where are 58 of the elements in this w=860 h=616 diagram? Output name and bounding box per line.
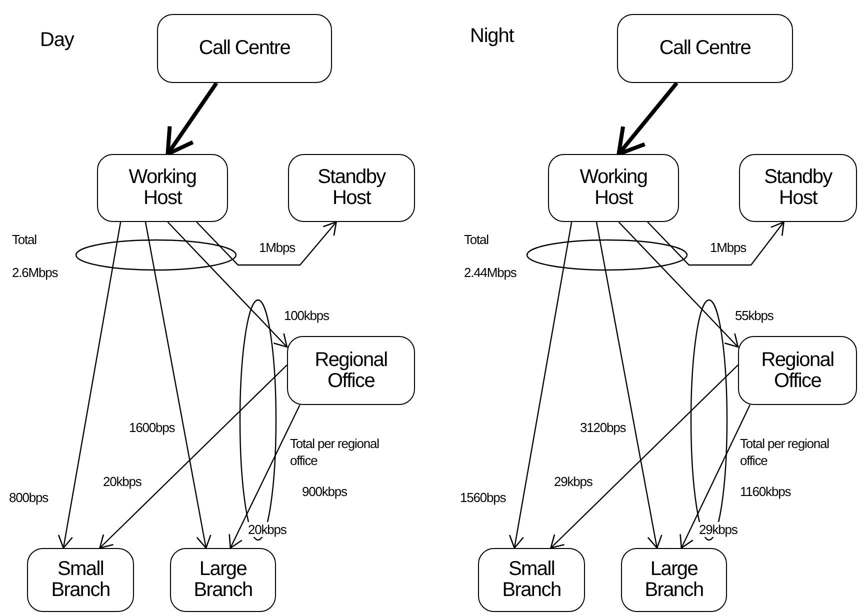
annotation-text: 900kbps <box>302 484 347 500</box>
edge-label: 20kbps <box>247 522 288 537</box>
annotation-text: Total per regional office <box>740 436 830 470</box>
rounded-box <box>27 548 134 612</box>
arrow <box>508 222 572 549</box>
rounded-box <box>287 336 415 405</box>
annotation-text: Total per regional office <box>290 436 380 470</box>
annotation-text: Total 2.6Mbps <box>12 231 59 282</box>
rounded-box <box>548 154 679 222</box>
node-label: Regional Office <box>314 350 388 392</box>
edge-label: 3120bps <box>579 420 627 435</box>
edge-label: 20kbps <box>102 474 142 489</box>
node-label: Large Branch <box>644 559 704 601</box>
arrow <box>616 82 678 156</box>
node-label: Call Centre <box>659 38 751 59</box>
node-label: Working Host <box>578 167 648 209</box>
arrow <box>144 222 212 549</box>
edge-label: 55kbps <box>734 308 774 323</box>
node-label: Standby Host <box>763 167 834 209</box>
rounded-box <box>478 548 585 612</box>
rounded-box <box>739 154 857 222</box>
node-label: Regional Office <box>760 350 835 392</box>
rounded-box <box>157 14 332 83</box>
panel-heading: Day <box>40 28 74 52</box>
edge-label: 29kbps <box>553 474 594 489</box>
node-label: Small Branch <box>50 559 111 601</box>
arrow <box>166 82 218 156</box>
arrow <box>196 221 337 266</box>
panel-heading: Night <box>470 24 514 48</box>
edge-label: 1600bps <box>128 420 176 435</box>
arrow <box>680 404 750 549</box>
arrow <box>58 222 122 549</box>
edge-label: 100kbps <box>283 308 330 323</box>
node-label: Standby Host <box>316 167 387 209</box>
edge-label: 29kbps <box>698 522 738 537</box>
annotation-text: Total 2.44Mbps <box>464 231 518 282</box>
edge-label: 1560bps <box>459 490 507 505</box>
arrow <box>550 364 738 549</box>
node-label: Working Host <box>128 167 198 209</box>
arrow <box>228 404 300 549</box>
arrow <box>618 222 739 348</box>
rounded-box <box>288 154 415 222</box>
edge-label: 1Mbps <box>258 240 296 255</box>
arrow <box>167 222 288 348</box>
node-label: Large Branch <box>192 559 254 601</box>
arrow <box>647 221 784 266</box>
arrow <box>596 222 662 549</box>
node-label: Call Centre <box>198 38 290 59</box>
edge-label: 1Mbps <box>709 240 748 255</box>
rounded-box <box>738 336 857 405</box>
rounded-box <box>97 154 228 222</box>
arrow <box>99 364 288 549</box>
edge-label: 800bps <box>8 490 50 505</box>
rounded-box <box>621 548 727 612</box>
annotation-text: 1160kbps <box>740 484 791 500</box>
rounded-box <box>617 14 793 83</box>
node-label: Small Branch <box>501 559 562 601</box>
rounded-box <box>170 548 276 612</box>
